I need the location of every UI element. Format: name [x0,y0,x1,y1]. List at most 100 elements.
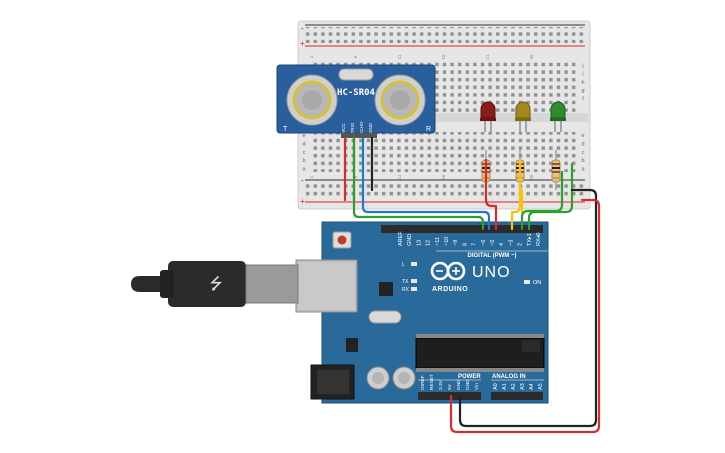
led-red-rim [480,118,496,121]
sensor-side-right: R [426,126,431,133]
row-letter-top-right: g [581,88,584,94]
digital-pin-label: 8 [462,243,468,246]
status-led-label: TX [402,279,409,285]
usb-cable: ⭍ [131,261,299,307]
column-number-top: 1 [309,55,314,58]
row-letter-top-right: j [581,63,583,69]
usb-plug-grip [160,270,174,298]
digital-pin-label: ~3 [508,240,514,246]
bottom-rail-minus-label: - [301,176,304,185]
crystal-oscillator [368,310,402,324]
digital-pin-label: 4 [499,243,505,246]
row-letter-bottom-left: e [302,133,305,139]
analog-pin-label: A1 [502,383,508,390]
status-led-label: L [402,262,405,268]
column-number-top: 26 [529,54,534,60]
row-letter-bottom-left: d [302,141,305,147]
column-number-top: 6 [353,55,358,58]
board-model-label: UNO [472,264,511,281]
usb-plug-body [168,261,246,307]
wire-5v [449,198,601,434]
analog-pin-label: A5 [538,383,544,390]
led-yellow[interactable] [515,101,531,132]
digital-header [381,225,543,233]
analog-header [491,392,543,400]
on-led [524,280,530,284]
digital-pin-label: ~6 [481,240,487,246]
status-led [411,279,417,283]
digital-pin-label: TX▸1 [527,233,533,246]
led-green[interactable] [550,101,566,132]
usb-plug-metal [245,264,299,304]
sensor-model-label: HC-SR04 [337,88,376,98]
sensor-pin-label: VCC [341,123,346,133]
status-led-label: RX [402,287,410,293]
sensor-pin-label: ECHO [359,121,364,135]
wire-echo [361,136,491,231]
led-yellow-body [515,101,531,119]
digital-pin-label: ~10 [444,237,450,246]
ultrasonic-sensor: HC-SR04 T R VCC TRIG ECHO GND [276,64,436,138]
digital-pin-label: RX◂0 [536,233,542,246]
row-letter-top-right: h [581,80,584,86]
power-pin-label: RESET [429,374,435,390]
row-letter-bottom-right: c [582,150,585,156]
status-led [411,287,417,291]
digital-pin-label: 7 [472,243,478,246]
column-number-bottom: 26 [529,174,534,180]
column-number-top: 21 [485,54,490,60]
row-letter-bottom-left: b [302,158,305,164]
top-rail-minus-label-left: - [301,24,304,33]
bottom-rail-holes [305,183,585,199]
top-rail-holes [305,27,585,43]
row-letter-bottom-left: a [302,167,306,173]
digital-label: DIGITAL (PWM ~) [468,253,517,259]
analog-pin-label: A2 [511,383,517,390]
voltage-regulator [346,338,358,352]
transmitter-center [302,90,322,110]
wire-green-2 [527,162,574,231]
row-letter-bottom-left: c [303,150,306,156]
wire-ground [458,188,598,428]
power-pin-label: GND [465,379,471,390]
usb-chip [379,282,393,296]
power-pin-label: GND [456,379,462,390]
column-number-bottom: 1 [309,175,314,178]
sensor-side-left: T [283,126,288,133]
column-number-bottom: 6 [353,175,358,178]
digital-pin-label: ~5 [490,240,496,246]
power-header [418,392,481,400]
board-brand-label: ARDUINO [432,286,468,293]
led-red[interactable] [480,101,496,132]
power-pin-label: IOREF [420,375,426,390]
status-led [411,262,417,266]
power-pin-label: 5V [447,383,453,390]
row-letter-top-right: i [582,71,583,77]
analog-pin-label: A0 [493,383,499,390]
sensor-pin-label: GND [368,122,373,133]
sensor-header [341,133,377,138]
bottom-rail-plus-label: + [300,197,305,206]
sensor-pin-label: TRIG [350,122,355,133]
usb-icon: ⭍ [209,275,222,293]
analog-pin-label: A4 [529,383,535,390]
reset-button-cap[interactable] [337,235,347,245]
sensor-crystal [338,68,374,81]
led-green-body [550,101,566,119]
digital-pin-label: ~11 [435,237,441,246]
wire-led-red [484,158,498,231]
row-letter-bottom-right: a [581,167,585,173]
status-leds: L TX RX [402,262,417,293]
digital-pin-label: ~9 [453,240,459,246]
digital-pin-label: AREF [398,231,404,246]
wire-trig [352,136,485,231]
led-red-body [480,101,496,119]
on-label: ON [533,280,541,286]
column-number-top: 11 [397,54,402,59]
